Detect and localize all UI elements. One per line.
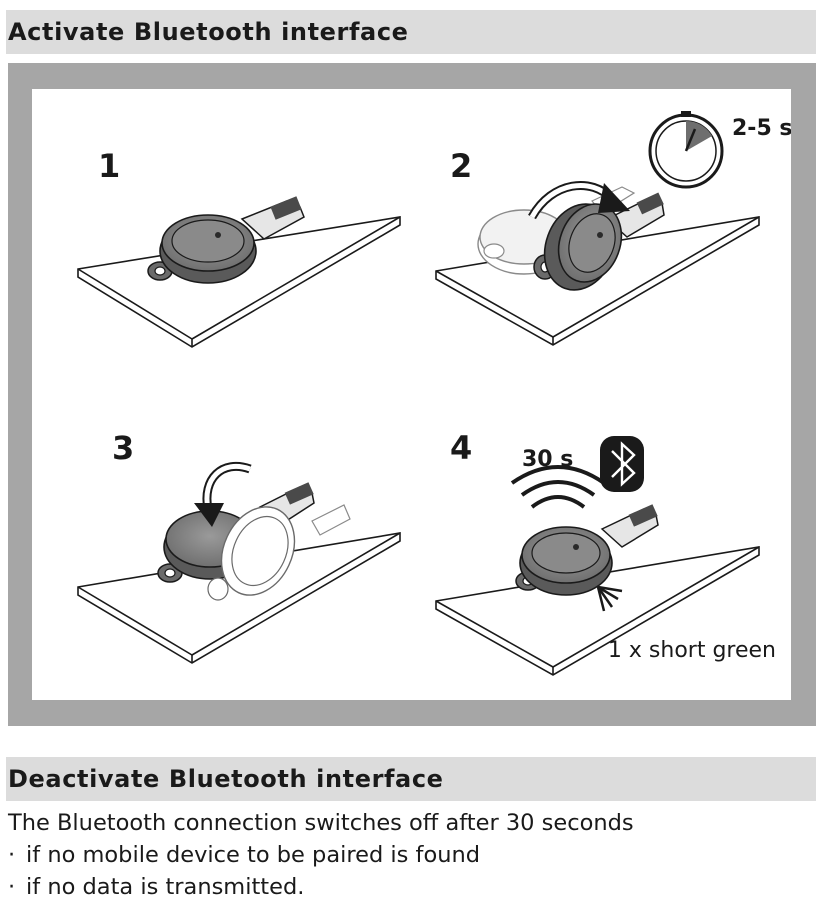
step-1-number: 1 xyxy=(98,147,120,185)
stopwatch-icon xyxy=(648,111,724,189)
bluetooth-icon xyxy=(600,436,644,492)
step-4: 4 30 s xyxy=(435,429,776,676)
step-3-number: 3 xyxy=(112,429,134,467)
deactivate-intro: The Bluetooth connection switches off af… xyxy=(8,810,634,836)
step-2-number: 2 xyxy=(450,147,472,185)
steps-illustration: 1 xyxy=(77,111,791,676)
section-title-deactivate: Deactivate Bluetooth interface xyxy=(8,765,444,793)
section-header-activate: Activate Bluetooth interface xyxy=(6,10,816,54)
step-3-device xyxy=(157,482,351,601)
step-2-device xyxy=(533,192,665,291)
bullet-symbol: · xyxy=(8,874,16,900)
step-1-surface xyxy=(77,216,401,348)
list-item: · if no mobile device to be paired is fo… xyxy=(8,839,818,871)
illustration-panel: 1 xyxy=(32,89,791,700)
list-item: · if no data is transmitted. xyxy=(8,871,818,903)
bullet-symbol: · xyxy=(8,842,16,868)
step-2: 2 2-5 s xyxy=(435,111,791,346)
step-4-number: 4 xyxy=(450,429,472,467)
bullet-text: if no mobile device to be paired is foun… xyxy=(26,842,481,868)
step-4-surface xyxy=(435,546,760,676)
section-title-activate: Activate Bluetooth interface xyxy=(8,18,409,46)
bullet-text: if no data is transmitted. xyxy=(26,874,305,900)
step-1: 1 xyxy=(77,147,401,348)
step-3: 3 xyxy=(77,429,401,664)
step-4-device xyxy=(515,504,659,596)
illustration-frame: 1 xyxy=(8,63,816,726)
wireless-signal-icon xyxy=(510,465,606,509)
step-2-duration: 2-5 s xyxy=(732,116,791,141)
step-1-device xyxy=(147,196,305,284)
section-header-deactivate: Deactivate Bluetooth interface xyxy=(6,757,816,801)
rotate-arrow-icon xyxy=(194,461,252,527)
step-3-surface xyxy=(77,532,401,664)
deactivate-description: The Bluetooth connection switches off af… xyxy=(8,807,818,903)
step-4-status: 1 x short green xyxy=(608,638,776,663)
rotate-arrow-icon xyxy=(528,181,630,220)
led-flash-icon xyxy=(596,585,623,612)
